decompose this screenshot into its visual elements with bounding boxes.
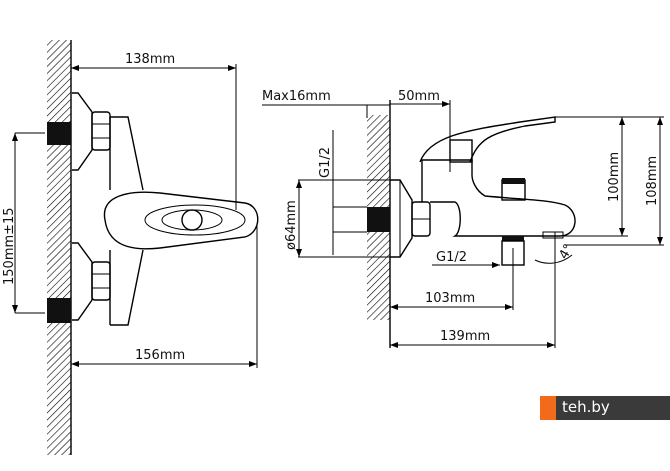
watermark-text: teh.by bbox=[562, 398, 610, 416]
dim-100mm: 100mm bbox=[607, 152, 622, 202]
inlet-plug-bottom bbox=[47, 298, 71, 323]
dim-156mm: 156mm bbox=[135, 348, 185, 363]
watermark: teh.by bbox=[540, 396, 670, 420]
dim-50mm: 50mm bbox=[398, 89, 440, 104]
dim-139mm: 139mm bbox=[440, 329, 490, 344]
inlet-thread-label: G1/2 bbox=[318, 147, 333, 178]
dim-diameter-64mm: ø64mm bbox=[284, 200, 299, 250]
outlet-thread-label: G1/2 bbox=[436, 250, 467, 265]
wall-hatch bbox=[47, 40, 71, 455]
inlet-plug bbox=[367, 207, 390, 232]
dim-138mm: 138mm bbox=[125, 52, 175, 67]
dim-max16mm: Max16mm bbox=[262, 89, 331, 104]
inlet-plug-top bbox=[47, 122, 71, 145]
angle-label: 4° bbox=[556, 242, 576, 262]
side-view: Max16mm 50mm ø64mm G1/2 G1/2 bbox=[262, 89, 664, 348]
dim-108mm: 108mm bbox=[645, 156, 660, 206]
dim-103mm: 103mm bbox=[425, 291, 475, 306]
watermark-logo-icon bbox=[540, 396, 556, 420]
dim-150mm: 150mm±15 bbox=[2, 207, 17, 285]
front-view: 138mm 150mm±15 156mm bbox=[2, 40, 259, 455]
